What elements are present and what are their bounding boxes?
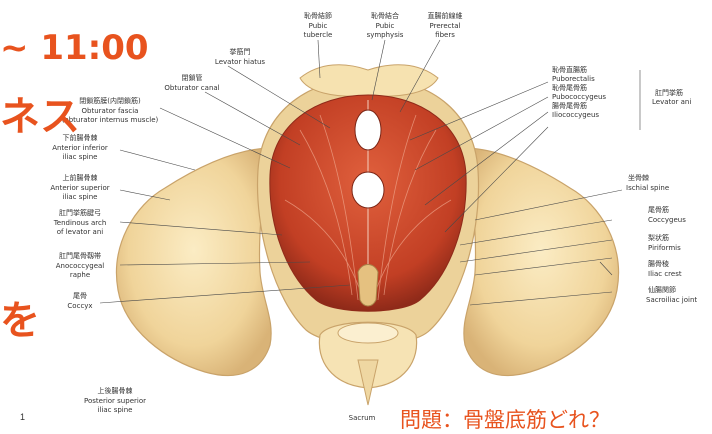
label-sacroiliac-en: Sacroiliac joint: [646, 296, 697, 304]
label-anococcygeal-jp: 肛門尾骨靱帯: [59, 251, 101, 260]
label-ant-sup-iliac-jp: 上前腸骨棘: [63, 173, 98, 182]
label-ischial-spine-en: Ischial spine: [626, 184, 669, 192]
label-obturator-canal-jp: 閉鎖管: [182, 73, 203, 82]
urethral-opening: [355, 110, 381, 150]
label-ant-inf-iliac-en2: iliac spine: [63, 153, 98, 161]
overlay-time-text: ~ 11:00: [0, 28, 149, 68]
label-pubococcygeus-en: Pubococcygeus: [552, 93, 606, 101]
page-marker: 1: [20, 412, 25, 422]
label-prerectal-en2: fibers: [435, 31, 455, 39]
sacral-canal: [338, 323, 398, 343]
labels-top: 恥骨結節 Pubic tubercle 恥骨結合 Pubic symphysis…: [304, 11, 463, 39]
label-coccyx-en: Coccyx: [67, 302, 92, 310]
label-tendinous-arch-en2: of levator ani: [57, 228, 104, 236]
label-tendinous-arch-jp: 肛門挙筋腱弓: [59, 208, 101, 217]
label-iliac-crest-jp: 腸骨稜: [648, 259, 669, 268]
left-iliac-bone: [116, 148, 271, 376]
overlay-left-fragment: ネス: [0, 84, 80, 142]
label-levator-hiatus-en: Levator hiatus: [215, 58, 265, 66]
label-pubic-tubercle-en2: tubercle: [304, 31, 333, 39]
label-pubic-tubercle-en: Pubic: [309, 22, 328, 30]
label-tendinous-arch-en: Tendinous arch: [53, 219, 107, 227]
label-prerectal-en: Prerectal: [430, 22, 461, 30]
label-obturator-canal-en: Obturator canal: [164, 84, 219, 92]
vaginal-opening: [352, 172, 384, 208]
label-coccygeus-en: Coccygeus: [648, 216, 686, 224]
label-coccyx-jp: 尾骨: [73, 292, 87, 300]
label-anococcygeal-en2: raphe: [70, 271, 90, 279]
label-sacrum-en: Sacrum: [349, 414, 376, 422]
label-post-sup-iliac-jp: 上後腸骨棘: [98, 386, 133, 395]
label-ant-sup-iliac-en: Anterior superior: [50, 184, 109, 192]
overlay-left-fragment-2: を: [0, 288, 40, 346]
label-puborectalis-en: Puborectalis: [552, 75, 595, 83]
overlay-question-text: 問題：骨盤底筋どれ？: [400, 404, 610, 434]
label-pubococcygeus-jp: 恥骨尾骨筋: [552, 83, 587, 92]
label-pubic-symphysis-en2: symphysis: [367, 31, 404, 39]
label-post-sup-iliac-en2: iliac spine: [98, 406, 133, 414]
label-pubic-tubercle-jp: 恥骨結節: [304, 11, 332, 20]
coccyx-bone: [358, 265, 378, 307]
label-levator-hiatus-jp: 挙筋門: [230, 47, 251, 56]
label-puborectalis-jp: 恥骨直腸筋: [552, 65, 587, 74]
label-sacroiliac-jp: 仙腸関節: [648, 285, 676, 294]
label-pubic-symphysis-en: Pubic: [376, 22, 395, 30]
label-levator-ani-en: Levator ani: [652, 98, 691, 106]
label-piriformis-en: Piriformis: [648, 244, 681, 252]
label-piriformis-jp: 梨状筋: [648, 233, 669, 242]
right-iliac-bone: [464, 148, 619, 376]
label-ant-sup-iliac-en2: iliac spine: [63, 193, 98, 201]
label-ant-inf-iliac-en: Anterior inferior: [52, 144, 108, 152]
label-anococcygeal-en: Anococcygeal: [56, 262, 105, 270]
label-levator-ani-jp: 肛門挙筋: [655, 88, 683, 97]
label-iliac-crest-en: Iliac crest: [648, 270, 682, 278]
label-ischial-spine-jp: 坐骨棘: [628, 173, 649, 182]
label-coccygeus-jp: 尾骨筋: [648, 205, 669, 214]
label-obturator-fascia-en: Obturator fascia: [82, 107, 139, 115]
label-iliococcygeus-jp: 腸骨尾骨筋: [552, 101, 587, 110]
label-pubic-symphysis-jp: 恥骨結合: [371, 11, 399, 20]
label-post-sup-iliac-en: Posterior superior: [84, 397, 146, 405]
label-iliococcygeus-en: Iliococcygeus: [552, 111, 599, 119]
label-obturator-fascia-jp: 閉鎖筋膜(内閉鎖筋): [79, 96, 141, 105]
label-prerectal-jp: 直腸前線維: [428, 11, 463, 20]
